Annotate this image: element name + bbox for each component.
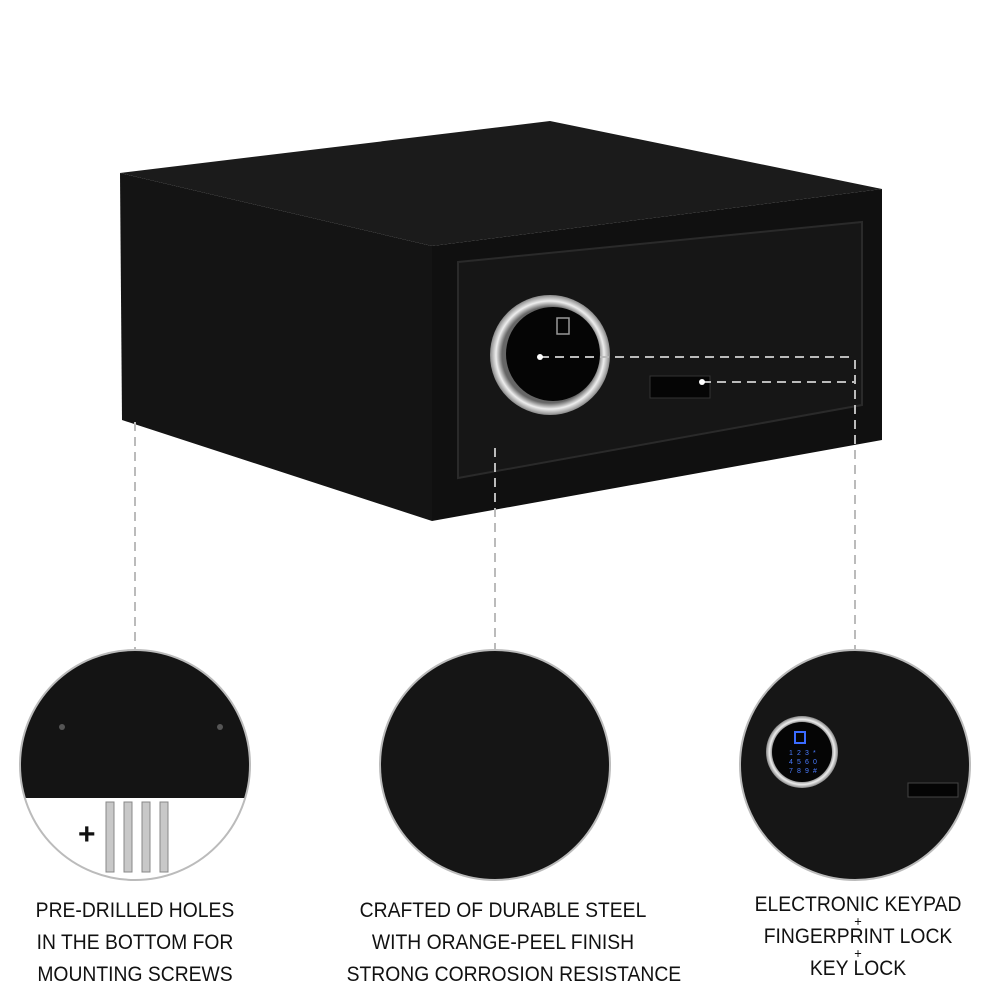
safe-side-face	[120, 173, 432, 521]
key-slot	[907, 782, 959, 798]
safe	[120, 121, 882, 521]
fingerprint-icon	[794, 731, 806, 744]
keypad-key: 9	[805, 768, 809, 775]
caption-steel: CRAFTED OF DURABLE STEEL WITH ORANGE-PEE…	[346, 899, 682, 986]
key-slot	[649, 375, 711, 399]
detail-steel-finish	[379, 649, 611, 881]
keypad-key: 3	[805, 750, 809, 757]
safe-top-face	[120, 121, 882, 246]
keypad-key: 6	[805, 759, 809, 766]
accessory-plus: +	[78, 818, 96, 851]
detail-mounting-holes	[19, 649, 251, 881]
keypad-key: #	[813, 768, 817, 775]
fingerprint-reader	[506, 307, 600, 401]
caption-mounting: PRE-DRILLED HOLES IN THE BOTTOM FOR MOUN…	[35, 899, 235, 986]
keypad-key: 0	[813, 759, 817, 766]
keypad-key: 1	[789, 750, 793, 757]
keypad-key: *	[813, 750, 816, 757]
fingerprint-icon	[556, 317, 570, 335]
keypad-key: 7	[789, 768, 793, 775]
screws-icon	[105, 801, 169, 873]
callout-lines	[134, 356, 856, 650]
keypad-key: 8	[797, 768, 801, 775]
keypad-key: 2	[797, 750, 801, 757]
caption-locks: ELECTRONIC KEYPAD + FINGERPRINT LOCK + K…	[754, 893, 962, 980]
keypad-key: 5	[797, 759, 801, 766]
keypad-key: 4	[789, 759, 793, 766]
